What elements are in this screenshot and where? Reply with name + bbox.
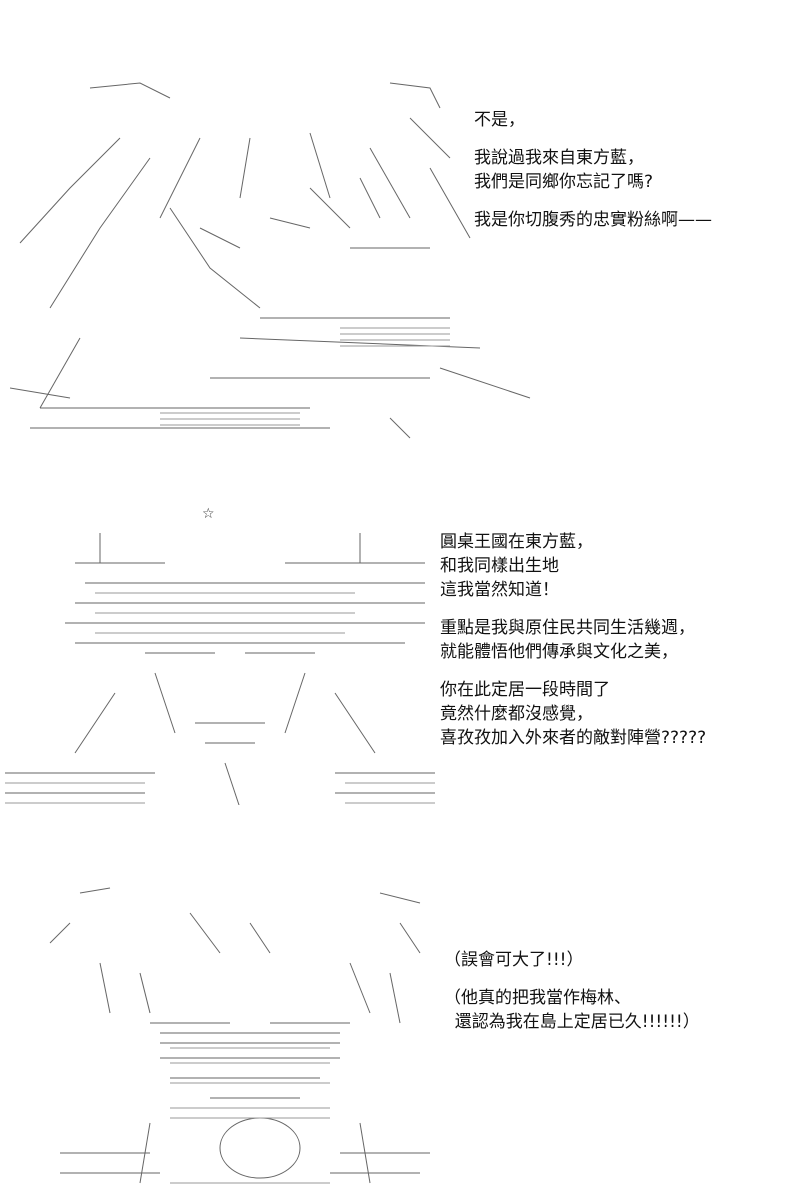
speech-line: 重點是我與原住民共同生活幾週，就能體悟他們傳承與文化之美，: [440, 618, 695, 662]
panel-2: ☆ 圓桌王國在東方藍，和我同樣出生地這我當然知道！ 重點是我與原住民共同生活幾週…: [0, 480, 800, 810]
speech-line: 圓桌王國在東方藍，和我同樣出生地這我當然知道！: [440, 532, 593, 600]
ascii-art-shocked-face: [40, 845, 440, 1185]
speech-line: 不是，: [474, 110, 525, 130]
ascii-art-smiling-face: [5, 485, 435, 805]
dialogue-panel-1: 不是， 我說過我來自東方藍，我們是同鄉你忘記了嗎? 我是你切腹秀的忠實粉絲啊——: [474, 108, 712, 232]
speech-line: （他真的把我當作梅林、 還認為我在島上定居已久!!!!!!）: [444, 988, 700, 1032]
speech-line: 我說過我來自東方藍，我們是同鄉你忘記了嗎?: [474, 148, 654, 192]
speech-line: （誤會可大了!!!）: [444, 950, 584, 970]
speech-line: 我是你切腹秀的忠實粉絲啊——: [474, 210, 712, 230]
dialogue-panel-3: （誤會可大了!!!） （他真的把我當作梅林、 還認為我在島上定居已久!!!!!!…: [444, 948, 700, 1034]
speech-line: 你在此定居一段時間了竟然什麼都沒感覺，喜孜孜加入外來者的敵對陣營?????: [440, 680, 707, 748]
ascii-art-hooded-figure: [10, 40, 550, 440]
panel-1: 不是， 我說過我來自東方藍，我們是同鄉你忘記了嗎? 我是你切腹秀的忠實粉絲啊——: [0, 0, 800, 450]
star-icon: ☆: [202, 506, 215, 522]
panel-3: （誤會可大了!!!） （他真的把我當作梅林、 還認為我在島上定居已久!!!!!!…: [0, 840, 800, 1190]
dialogue-panel-2: 圓桌王國在東方藍，和我同樣出生地這我當然知道！ 重點是我與原住民共同生活幾週，就…: [440, 530, 706, 750]
